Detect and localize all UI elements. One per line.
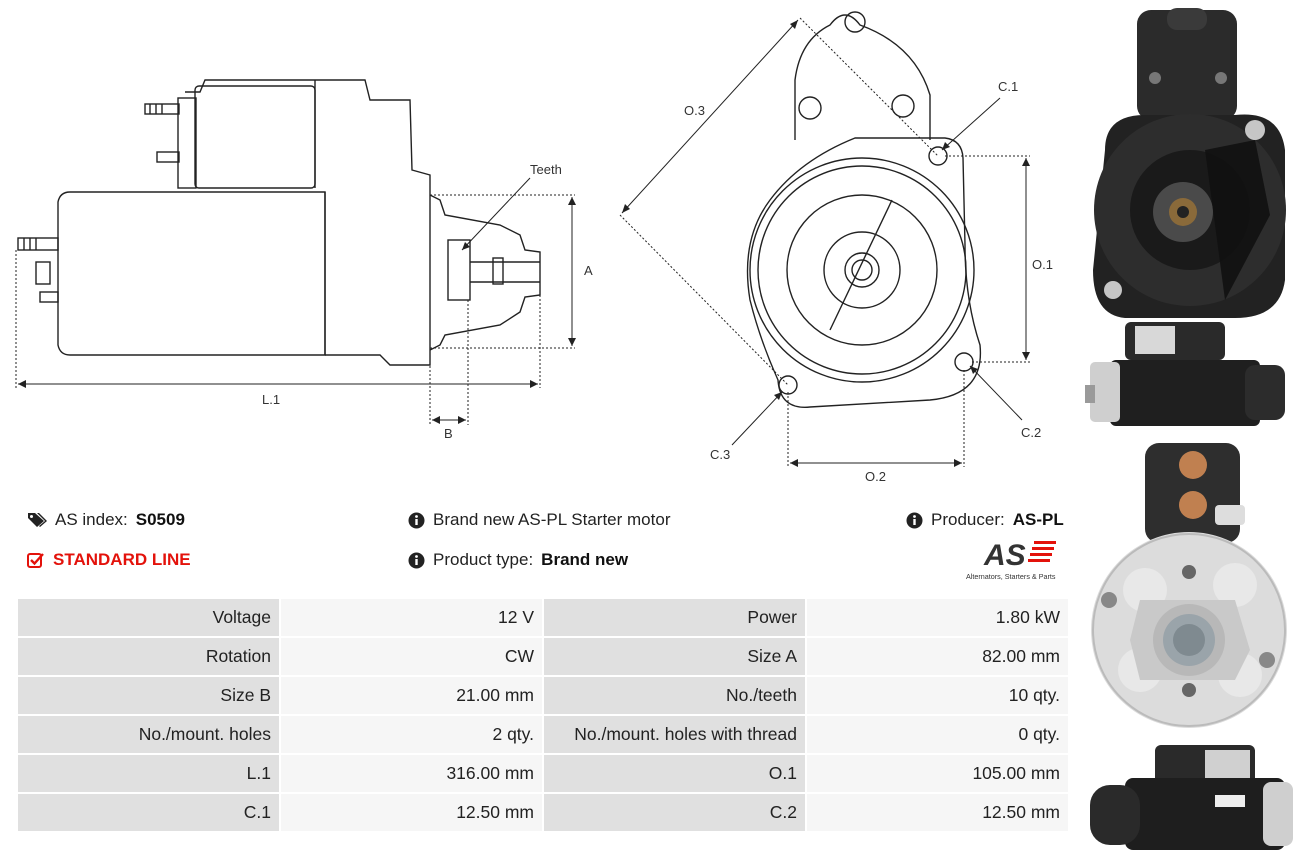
info-circle-icon <box>408 512 425 528</box>
spec-value: 82.00 mm <box>807 638 1068 675</box>
spec-label: C.1 <box>18 794 279 831</box>
side-view-drawing: Teeth A L.1 B <box>15 79 593 441</box>
spec-value: 2 qty. <box>281 716 542 753</box>
dim-o2-label: O.2 <box>865 469 886 484</box>
table-row: Voltage 12 V Power 1.80 kW <box>18 599 1068 636</box>
dim-b-label: B <box>444 426 453 441</box>
dim-a-label: A <box>584 263 593 278</box>
spec-value: 0 qty. <box>807 716 1068 753</box>
photo-commutator-end <box>1091 443 1287 728</box>
spec-value: 10 qty. <box>807 677 1068 714</box>
teeth-label: Teeth <box>530 162 562 177</box>
table-row: Size B 21.00 mm No./teeth 10 qty. <box>18 677 1068 714</box>
as-index-value: S0509 <box>135 510 185 529</box>
table-row: L.1 316.00 mm O.1 105.00 mm <box>18 755 1068 792</box>
spec-value: 1.80 kW <box>807 599 1068 636</box>
spec-label: No./mount. holes <box>18 716 279 753</box>
photo-side-view <box>1085 322 1285 426</box>
producer-value: AS-PL <box>1012 510 1064 529</box>
tags-icon <box>28 513 47 527</box>
table-row: Rotation CW Size A 82.00 mm <box>18 638 1068 675</box>
info-circle-icon <box>408 552 425 568</box>
as-pl-logo: AS Alternators, Starters & Parts <box>960 537 1070 583</box>
table-row: No./mount. holes 2 qty. No./mount. holes… <box>18 716 1068 753</box>
spec-label: L.1 <box>18 755 279 792</box>
check-square-icon <box>27 553 44 568</box>
dim-l1-label: L.1 <box>262 392 280 407</box>
standard-line-label: STANDARD LINE <box>53 550 191 569</box>
product-photos <box>1085 8 1293 850</box>
spec-label: No./teeth <box>544 677 805 714</box>
spec-label: Size A <box>544 638 805 675</box>
spec-value: 12 V <box>281 599 542 636</box>
specs-table: Voltage 12 V Power 1.80 kW Rotation CW S… <box>16 597 1070 833</box>
spec-label: C.2 <box>544 794 805 831</box>
photo-drive-end <box>1093 8 1286 318</box>
spec-value: CW <box>281 638 542 675</box>
product-type-row: Product type: Brand new <box>408 550 628 570</box>
spec-value: 12.50 mm <box>281 794 542 831</box>
producer-label: Producer: <box>931 510 1005 529</box>
as-index-label: AS index: <box>55 510 128 529</box>
info-circle-icon <box>906 512 923 528</box>
producer-row: Producer: AS-PL <box>906 510 1064 530</box>
spec-label: Rotation <box>18 638 279 675</box>
spec-value: 21.00 mm <box>281 677 542 714</box>
product-type-label: Product type: <box>433 550 534 569</box>
spec-value: 12.50 mm <box>807 794 1068 831</box>
logo-mark: AS <box>983 539 1026 572</box>
table-row: C.1 12.50 mm C.2 12.50 mm <box>18 794 1068 831</box>
spec-label: Size B <box>18 677 279 714</box>
as-index-row: AS index: S0509 <box>27 510 185 530</box>
spec-label: Power <box>544 599 805 636</box>
description-row: Brand new AS-PL Starter motor <box>408 510 670 530</box>
spec-value: 316.00 mm <box>281 755 542 792</box>
spec-label: Voltage <box>18 599 279 636</box>
dim-c3-label: C.3 <box>710 447 730 462</box>
spec-label: No./mount. holes with thread <box>544 716 805 753</box>
photo-angled-view <box>1090 745 1293 850</box>
front-view-drawing: O.3 C.1 O.1 C.2 C.3 O.2 <box>619 11 1053 484</box>
spec-label: O.1 <box>544 755 805 792</box>
standard-line-row: STANDARD LINE <box>27 550 191 570</box>
description-text: Brand new AS-PL Starter motor <box>433 510 671 529</box>
product-type-value: Brand new <box>541 550 629 569</box>
dim-c2-label: C.2 <box>1021 425 1041 440</box>
logo-tagline: Alternators, Starters & Parts <box>966 572 1056 581</box>
dim-o1-label: O.1 <box>1032 257 1053 272</box>
dim-o3-label: O.3 <box>684 103 705 118</box>
spec-value: 105.00 mm <box>807 755 1068 792</box>
dim-c1-label: C.1 <box>998 79 1018 94</box>
